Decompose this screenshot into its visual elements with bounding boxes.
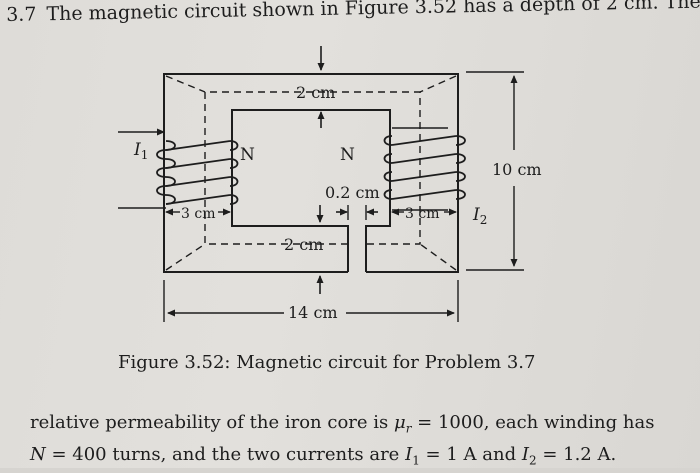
problem-body: relative permeability of the iron core i… (30, 410, 695, 473)
height-label: 10 cm (492, 160, 542, 179)
body-line-2c: = 1 A and (419, 443, 522, 465)
current-right-label: I2 (472, 205, 487, 227)
current-left-subscript: 1 (141, 148, 149, 162)
current-right-symbol: I (472, 205, 480, 225)
top-gap-label: 2 cm (296, 83, 335, 102)
i1-symbol: I (405, 443, 413, 465)
right-winding (383, 135, 466, 200)
body-line-2: N = 400 turns, and the two currents are … (30, 442, 695, 473)
left-width-label: 3 cm (181, 206, 215, 222)
body-line-2d: = 1.2 A. (536, 443, 617, 465)
current-leads (118, 127, 448, 211)
turns-right-label: N (340, 145, 355, 165)
body-line-1a: relative permeability of the iron core i… (30, 412, 394, 433)
current-left-label: I1 (133, 140, 148, 162)
right-width-label: 3 cm (405, 206, 439, 222)
body-line-2b: = 400 turns, and the two currents are (45, 443, 406, 465)
i1-subscript: 1 (412, 453, 420, 468)
width-dimension (163, 280, 459, 322)
i2-subscript: 2 (528, 453, 537, 468)
left-winding (156, 140, 239, 205)
current-left-symbol: I (133, 140, 141, 160)
body-line-1b: = 1000, each winding has (411, 412, 655, 433)
mu-subscript: r (405, 421, 412, 436)
height-dimension (466, 71, 524, 271)
i2-symbol: I (521, 443, 529, 465)
current-right-subscript: 2 (480, 213, 488, 227)
figure-caption: Figure 3.52: Magnetic circuit for Proble… (118, 352, 536, 373)
air-gap-label: 0.2 cm (325, 183, 380, 202)
mean-path (165, 75, 457, 271)
mu-symbol: μ (393, 412, 406, 433)
core-outline (163, 73, 459, 273)
turns-left-label: N (240, 145, 255, 165)
n-symbol: N (30, 443, 46, 465)
width-label: 14 cm (288, 303, 338, 322)
body-line-1: relative permeability of the iron core i… (30, 410, 695, 442)
bottom-gap-label: 2 cm (284, 235, 323, 254)
